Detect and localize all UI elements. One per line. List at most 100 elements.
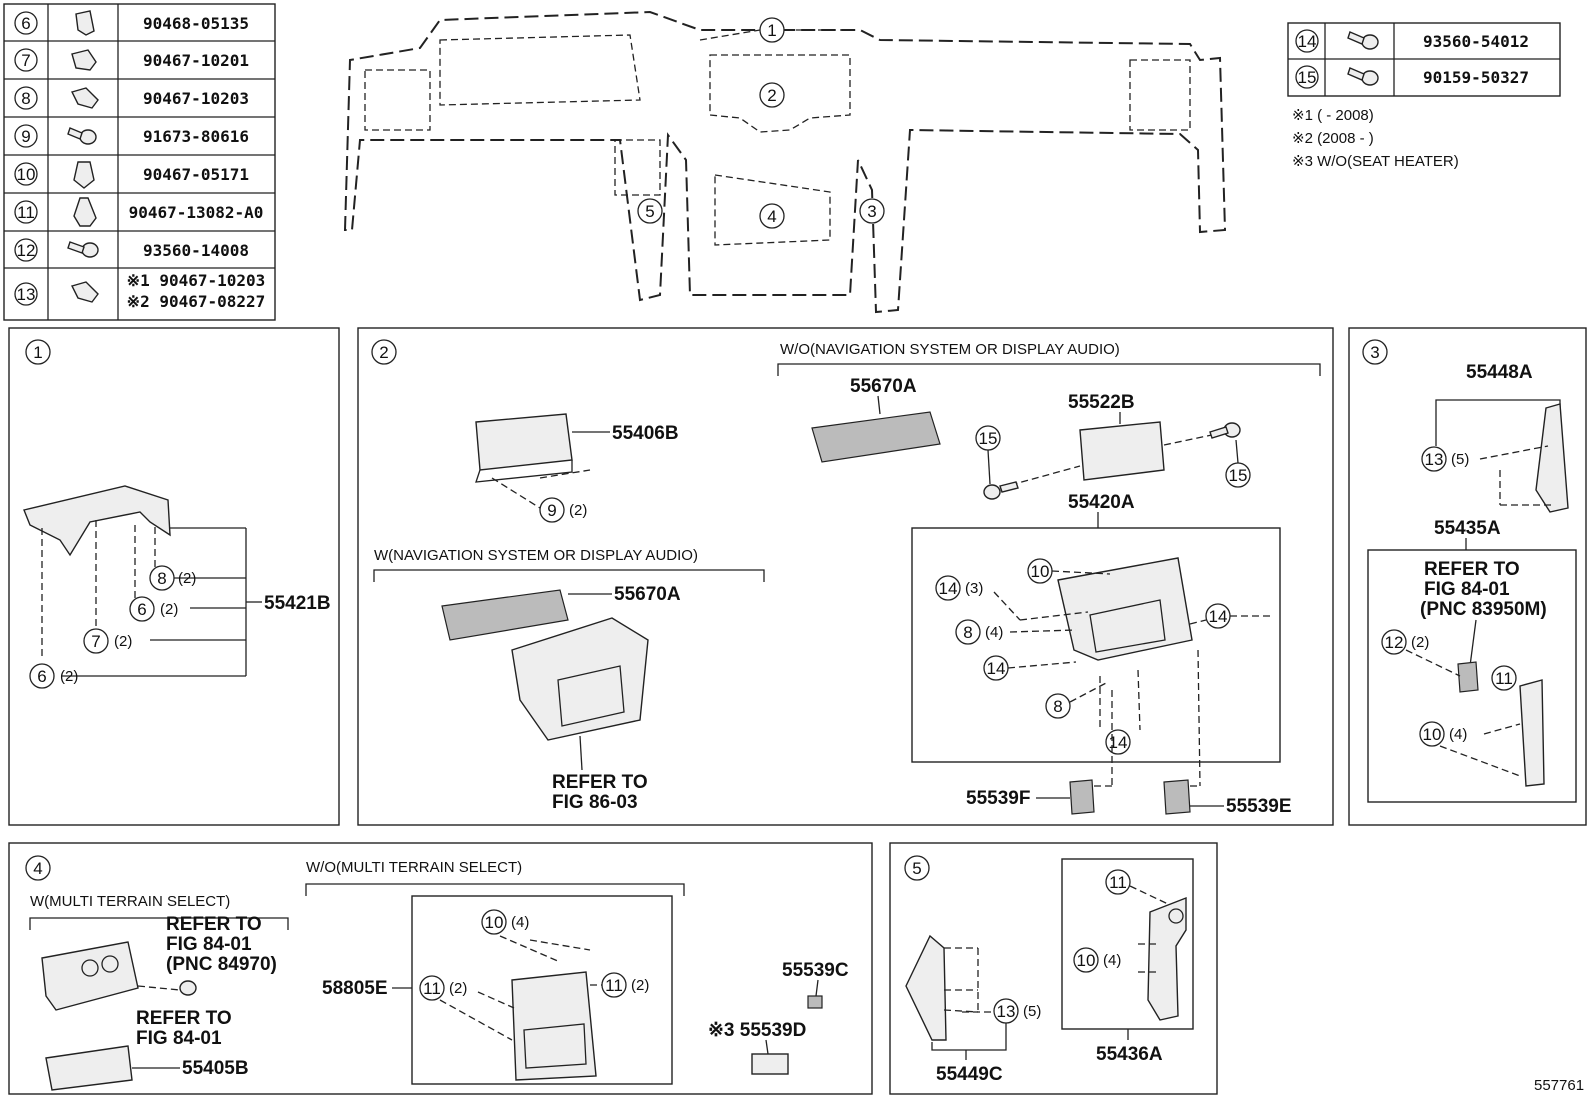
clip-icon [75,10,95,36]
panel-id: 3 [1370,343,1379,362]
screw-icon [67,241,99,258]
part-number: 90468-05135 [143,14,249,33]
note: ※1 ( - 2008) [1292,107,1374,124]
callout: 10 [1423,725,1442,744]
part-number: 93560-14008 [143,241,249,260]
callout: 11 [1495,669,1513,688]
callout: 1 [767,21,776,40]
qty: (2) [60,668,78,685]
callout: 10 [1031,562,1050,581]
callout: 7 [91,632,100,651]
callout: 15 [979,429,998,448]
callout: 8 [157,569,166,588]
callout: 8 [1053,697,1062,716]
callout: 11 [605,976,623,995]
vent-part [441,589,569,641]
clip-icon [70,87,99,109]
part-label: ※3 55539D [708,1020,806,1041]
note: ※3 W/O(SEAT HEATER) [1292,153,1459,170]
refer-text: FIG 86-03 [552,792,638,813]
refer-text: REFER TO [1424,559,1520,580]
part-label: 55405B [182,1058,249,1079]
switch-part [1163,779,1191,815]
callout: 8 [963,623,972,642]
ref-number: 10 [17,165,36,184]
cluster-hood-part [23,485,171,557]
figure-number: 557761 [1534,1077,1584,1094]
part-label: 55435A [1434,518,1501,539]
qty: (3) [965,580,983,597]
callout: 14 [939,579,958,598]
panel-5: 5 13 (5) 55449C 11 10 (4) 55436A [889,842,1218,1095]
part-label: 55539C [782,960,849,981]
callout: 6 [137,600,146,619]
qty: (2) [449,980,467,997]
qty: (4) [511,914,529,931]
callout: 11 [1109,873,1127,892]
part-label: 55406B [612,423,679,444]
callout: 10 [1077,951,1096,970]
bracket-part [475,413,573,471]
ref-number: 14 [1298,32,1317,51]
part-label: 55421B [264,593,331,614]
ref-number: 11 [17,203,35,222]
ref-number: 9 [21,127,30,146]
part-number: ※1 90467-10203 [127,271,266,290]
switch-part [807,995,823,1009]
refer-text: (PNC 84970) [166,954,277,975]
part-label: 55448A [1466,362,1533,383]
callout: 10 [485,913,504,932]
part-number: 90467-10201 [143,51,249,70]
refer-text: FIG 84-01 [136,1028,222,1049]
refer-text: (PNC 83950M) [1420,599,1547,620]
part-number: 91673-80616 [143,127,249,146]
switch-part [1457,661,1479,693]
center-cluster-part [1057,557,1193,661]
clip-icon [70,281,99,303]
panel-1: 1 8 (2) 6 (2) 7 (2) 6 (2) 55421B [8,327,340,826]
clip-icon [73,161,95,189]
parts-table-right: 14 93560-54012 15 90159-50327 [1287,22,1561,97]
callout: 4 [767,207,776,226]
qty: (2) [569,502,587,519]
part-label: 55436A [1096,1044,1163,1065]
notes: ※1 ( - 2008) ※2 (2008 - ) ※3 W/O(SEAT HE… [1292,107,1459,170]
part-number-alt: ※2 90467-08227 [127,292,266,311]
part-number: 90467-05171 [143,165,249,184]
garnish-part [45,1045,133,1091]
qty: (2) [160,601,178,618]
refer-text: FIG 84-01 [1424,579,1510,600]
callout: 14 [1109,733,1128,752]
bolt-icon [1209,422,1241,439]
part-label: 58805E [322,978,388,999]
qty: (2) [178,570,196,587]
callout: 2 [767,86,776,105]
panel-3: 3 55448A 13 (5) 55435A REFER TO FIG 84-0… [1348,327,1587,826]
qty: (2) [114,633,132,650]
clip-icon [71,49,97,71]
part-label: 55522B [1068,392,1135,413]
callout: 11 [423,979,441,998]
ref-number: 15 [1298,68,1317,87]
note: ※2 (2008 - ) [1292,130,1374,147]
part-number: 90467-13082-A0 [129,203,264,222]
part-label: 55449C [936,1064,1003,1085]
callout-circle [759,17,785,43]
ref-number: 7 [21,51,30,70]
part-label: 55420A [1068,492,1135,513]
panel-2: 2 W/O(NAVIGATION SYSTEM OR DISPLAY AUDIO… [357,327,1334,826]
part-label: 55670A [850,376,917,397]
callout: 3 [867,202,876,221]
callout: 13 [1425,450,1444,469]
callout: 12 [1385,633,1404,652]
bolt-icon [983,481,1019,500]
qty: (2) [631,977,649,994]
qty: (5) [1023,1003,1041,1020]
bezel-part [1079,421,1165,481]
callout: 13 [997,1002,1016,1021]
screw-icon [67,127,97,145]
panel-id: 1 [33,343,42,362]
side-cover-part [905,934,947,1041]
callout: 14 [987,659,1006,678]
switch-cover-part [751,1053,789,1075]
